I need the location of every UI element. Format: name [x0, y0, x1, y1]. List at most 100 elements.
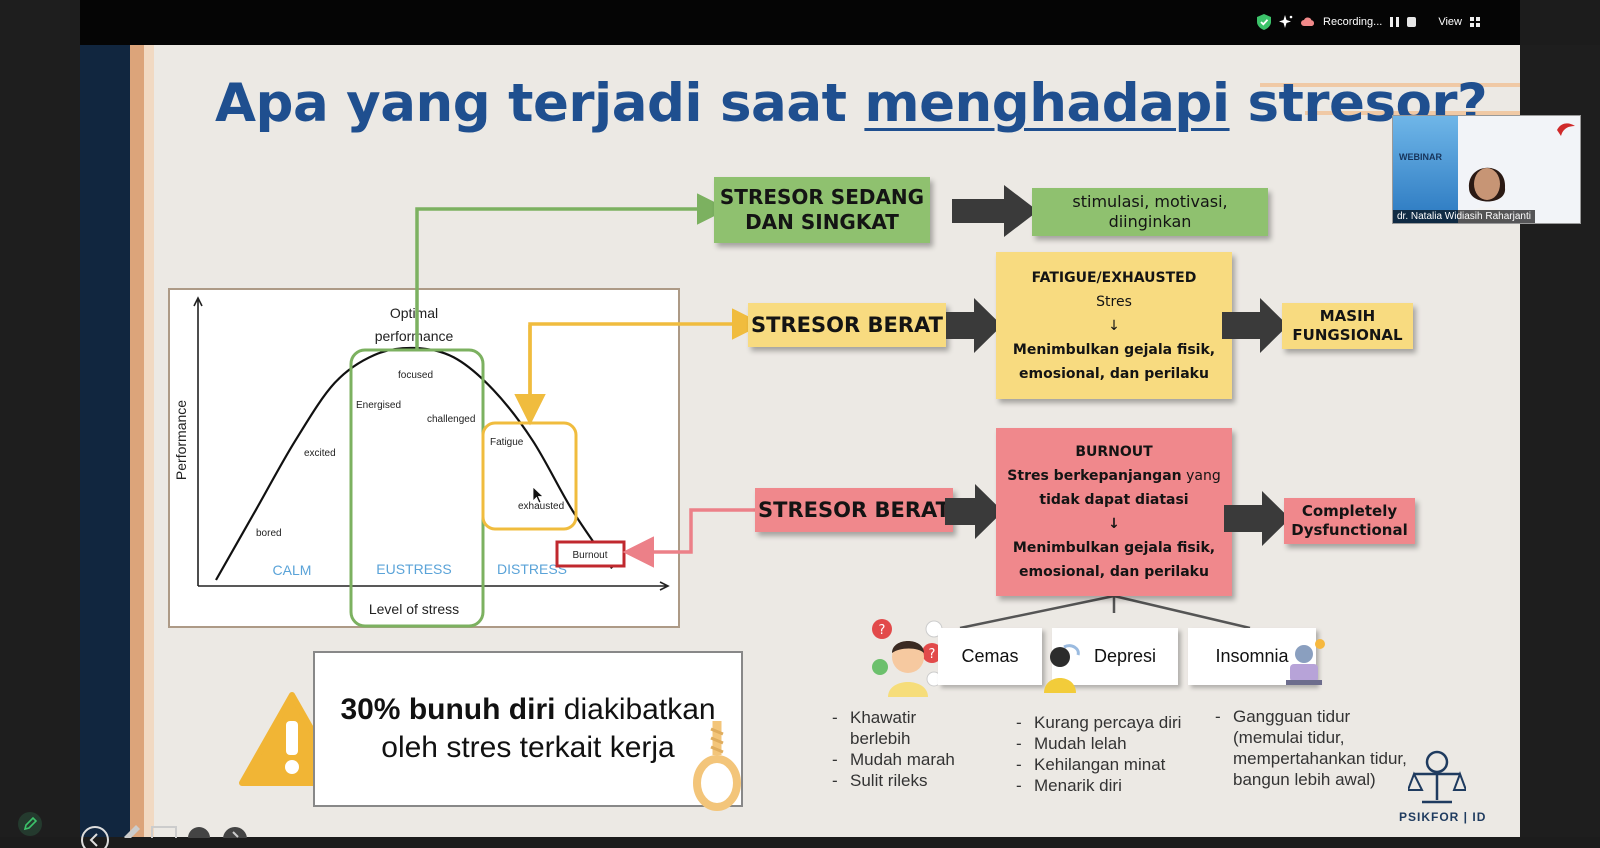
x-axis-label: Level of stress	[369, 601, 459, 617]
symptom-item: berlebih	[850, 729, 911, 748]
logo-icon	[1557, 123, 1575, 136]
arrow-right-icon	[946, 298, 1002, 353]
scales-icon	[1408, 750, 1466, 804]
box-line: STRESOR BERAT	[751, 313, 943, 337]
symptom-item: Kehilangan minat	[1016, 754, 1181, 775]
pen-icon[interactable]	[18, 812, 42, 836]
box-line: emosional, dan perilaku	[1019, 564, 1209, 580]
box-line: Menimbulkan gejala fisik,	[1012, 540, 1216, 556]
view-button[interactable]: View	[1438, 16, 1462, 28]
box-line: diinginkan	[1108, 212, 1192, 231]
x-axis	[198, 581, 670, 591]
noose-icon	[693, 721, 741, 811]
y-axis-label: Performance	[173, 400, 189, 480]
fatigue-box: FATIGUE/EXHAUSTED Stres ↓ Menimbulkan ge…	[996, 252, 1232, 399]
symptom-title: Insomnia	[1215, 646, 1289, 666]
pause-icon[interactable]	[1390, 17, 1400, 27]
svg-text:?: ?	[879, 623, 886, 638]
stat-line: oleh stres terkait kerja	[381, 731, 675, 764]
peak-label: performance	[375, 328, 454, 344]
curve-label: focused	[398, 370, 433, 381]
box-title: BURNOUT	[1075, 444, 1153, 460]
arrow-left-icon[interactable]	[81, 826, 109, 848]
box-line: STRESOR BERAT	[758, 498, 950, 522]
cemas-symptom-list: KhawatirberlebihMudah marahSulit rileks	[832, 707, 955, 791]
box-line: emosional, dan perilaku	[1019, 365, 1209, 382]
performance-stress-chart: Performance Level of stress Optimal perf…	[173, 296, 670, 628]
decorative-line	[1260, 83, 1520, 87]
box-line: Stres	[1096, 293, 1132, 310]
y-axis	[193, 296, 203, 586]
symptom-item: Sulit rileks	[832, 770, 955, 791]
zone-label-distress: DISTRESS	[497, 561, 567, 577]
chevron-right-icon[interactable]	[222, 826, 248, 838]
stressor-moderate-box: STRESOR SEDANG DAN SINGKAT	[714, 177, 930, 243]
slide-side-stripe-accent	[130, 45, 144, 837]
arrow-right-icon	[945, 484, 1003, 539]
box-line: stimulasi, motivasi,	[1072, 192, 1228, 211]
curve-label: challenged	[427, 414, 475, 425]
symptom-item: Mudah marah	[832, 749, 955, 770]
pause-icon[interactable]	[187, 826, 211, 838]
symptom-card-cemas: Cemas	[938, 628, 1042, 685]
meeting-top-bar: Recording... View	[80, 0, 1520, 45]
symptom-item: Gangguan tidur	[1215, 706, 1407, 727]
still-functional-box: MASIH FUNGSIONAL	[1282, 303, 1413, 349]
screen-icon[interactable]	[151, 826, 177, 838]
stat-rest: diakibatkan	[555, 693, 716, 726]
connector-red	[622, 508, 760, 568]
webcam-tile[interactable]: WEBINAR dr. Natalia Widiasih Raharjanti	[1392, 115, 1581, 224]
recording-controls: Recording... View	[1257, 14, 1480, 30]
arrow-right-icon	[1224, 491, 1290, 546]
zone-label-calm: CALM	[273, 562, 312, 578]
symptom-item: Mudah lelah	[1016, 733, 1181, 754]
connector-green	[415, 193, 729, 351]
curve-label: Energised	[356, 400, 401, 411]
curve-label: bored	[256, 528, 282, 539]
box-line: DAN SINGKAT	[745, 210, 899, 234]
tree-connector	[959, 594, 1251, 630]
bold-text: Stres berkepanjangan	[1007, 468, 1182, 484]
slide-side-stripe	[80, 45, 130, 837]
symptom-title: Depresi	[1093, 646, 1157, 666]
box-line: Menimbulkan gejala fisik,	[1012, 341, 1216, 358]
stat-line: 30% bunuh diri diakibatkan	[340, 691, 715, 729]
box-line: Completely	[1301, 502, 1398, 520]
stressor-heavy-box-2: STRESOR BERAT	[755, 488, 953, 532]
depresi-symptom-list: Kurang percaya diriMudah lelahKehilangan…	[1016, 712, 1181, 796]
pencil-icon[interactable]	[122, 824, 144, 838]
box-line: Dysfunctional	[1291, 521, 1408, 539]
presentation-slide: Apa yang terjadi saat menghadapi stresor…	[80, 45, 1520, 837]
title-part: Apa yang terjadi saat	[215, 73, 847, 134]
curve-label: exhausted	[518, 501, 564, 512]
cloud-icon	[1301, 17, 1315, 26]
peak-label: Optimal	[390, 305, 438, 321]
box-line: STRESOR SEDANG	[719, 185, 925, 209]
curve-label: excited	[304, 448, 336, 459]
zone-label-eustress: EUSTRESS	[376, 561, 451, 577]
burnout-box	[555, 540, 626, 568]
stop-icon[interactable]	[1407, 17, 1417, 27]
curve-label: Burnout	[572, 550, 607, 561]
brand-label: PSIKFOR | ID	[1399, 810, 1487, 824]
performance-curve	[215, 346, 613, 581]
title-underlined: menghadapi	[864, 73, 1230, 134]
box-line: FUNGSIONAL	[1292, 326, 1403, 344]
down-arrow: ↓	[1108, 317, 1120, 334]
box-line: Stres berkepanjangan yang	[1007, 464, 1220, 488]
participant-name: dr. Natalia Widiasih Raharjanti	[1393, 210, 1535, 223]
webcam-banner: WEBINAR	[1399, 152, 1442, 162]
decorative-line	[1305, 111, 1520, 115]
dysfunctional-box: Completely Dysfunctional	[1284, 498, 1415, 544]
curve-label: Fatigue	[490, 437, 524, 448]
depressed-person-icon	[1044, 644, 1080, 693]
suicide-stat-box: 30% bunuh diri diakibatkan oleh stres te…	[313, 651, 743, 807]
mouse-cursor-icon	[532, 486, 545, 504]
symptom-item: (memulai tidur,	[1233, 728, 1345, 747]
grid-icon[interactable]	[1470, 17, 1480, 27]
symptom-title: Cemas	[961, 646, 1019, 666]
arrow-right-icon	[1222, 298, 1288, 353]
sparkle-icon[interactable]	[1279, 15, 1293, 29]
left-gutter	[0, 0, 80, 837]
stat-bold: 30% bunuh diri	[340, 693, 556, 726]
